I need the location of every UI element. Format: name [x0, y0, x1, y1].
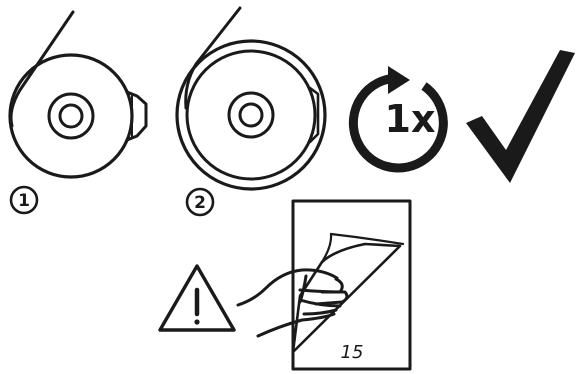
reel-inner-2 — [187, 51, 315, 179]
reel-step-2 — [177, 8, 325, 189]
reel-core-1 — [60, 105, 82, 127]
repeat-once-icon: 1x — [353, 66, 443, 168]
repeat-count-label: 1x — [385, 97, 436, 141]
reel-outer-1 — [10, 55, 132, 177]
page-peel-illustration: 15 — [293, 201, 410, 369]
reel-core-2 — [240, 104, 262, 126]
step-number-1-label: 1 — [18, 191, 30, 211]
check-icon — [466, 50, 575, 183]
step-number-2: 2 — [187, 189, 213, 215]
tape-strip-2 — [186, 8, 240, 108]
reel-hub-2 — [229, 93, 273, 137]
reel-step-1 — [10, 12, 146, 177]
reel-outer-2 — [177, 41, 325, 189]
reel-hub-1 — [49, 94, 93, 138]
step-number-2-label: 2 — [194, 193, 206, 213]
page-number: 15 — [341, 342, 364, 363]
step-number-1: 1 — [11, 187, 37, 213]
warning-icon — [160, 266, 234, 330]
